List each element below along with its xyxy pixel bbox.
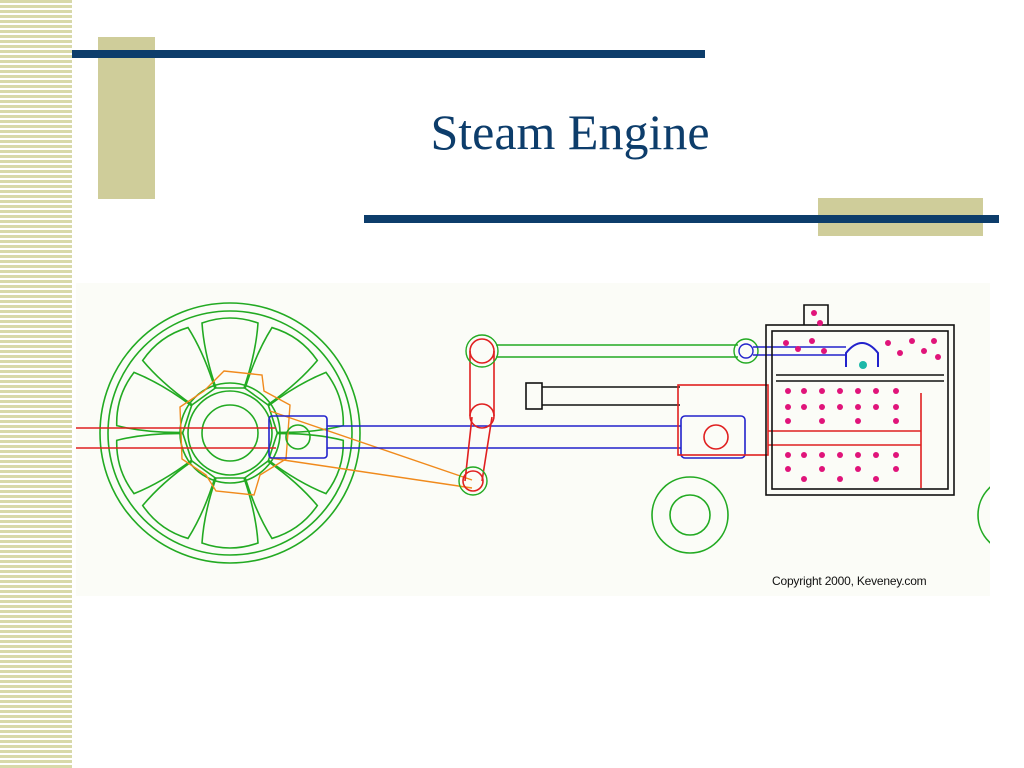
axle-line — [76, 427, 276, 449]
connecting-rod — [268, 415, 746, 459]
steam-engine-diagram: Copyright 2000, Keveney.com — [76, 283, 990, 596]
steam-particles — [783, 310, 941, 482]
decorative-tan-block-left — [98, 37, 155, 199]
copyright-notice: Copyright 2000, Keveney.com — [772, 574, 927, 588]
carriage-wheels — [651, 476, 990, 554]
cylinder — [765, 304, 955, 496]
steam-engine-svg — [76, 302, 990, 564]
valve-center — [859, 361, 867, 369]
piston — [525, 382, 922, 488]
title-rule-top — [72, 50, 705, 58]
flywheel — [99, 302, 361, 564]
decorative-stripe-bar — [0, 0, 72, 768]
eccentric — [179, 370, 473, 496]
title-rule-bottom — [364, 215, 999, 223]
slide-title: Steam Engine — [430, 104, 710, 160]
